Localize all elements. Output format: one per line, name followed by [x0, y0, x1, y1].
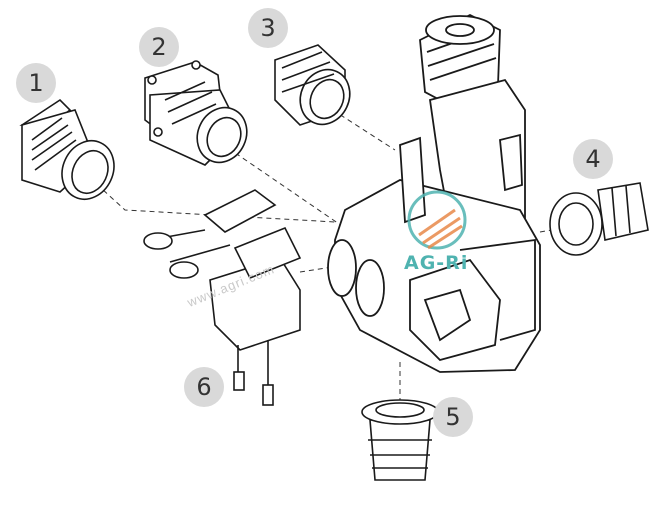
part-3-connector: [274, 44, 351, 126]
part-6-valve-assembly: [143, 189, 302, 406]
callout-4: 4: [573, 139, 613, 179]
part-1-connector: [19, 98, 115, 200]
callout-1: 1: [16, 63, 56, 103]
assembly-line-1: [89, 177, 336, 223]
callout-3: 3: [248, 8, 288, 48]
part-5-hose-tail: [361, 399, 439, 481]
agri-logo: [407, 190, 467, 250]
part-4-hose-tail: [549, 182, 649, 256]
callout-6: 6: [184, 367, 224, 407]
callout-2: 2: [139, 27, 179, 67]
assembly-line-2: [227, 147, 346, 229]
part-2-flanged-connector: [144, 60, 248, 166]
callout-5: 5: [433, 397, 473, 437]
agri-logo-text: AG-Ri: [404, 252, 469, 274]
